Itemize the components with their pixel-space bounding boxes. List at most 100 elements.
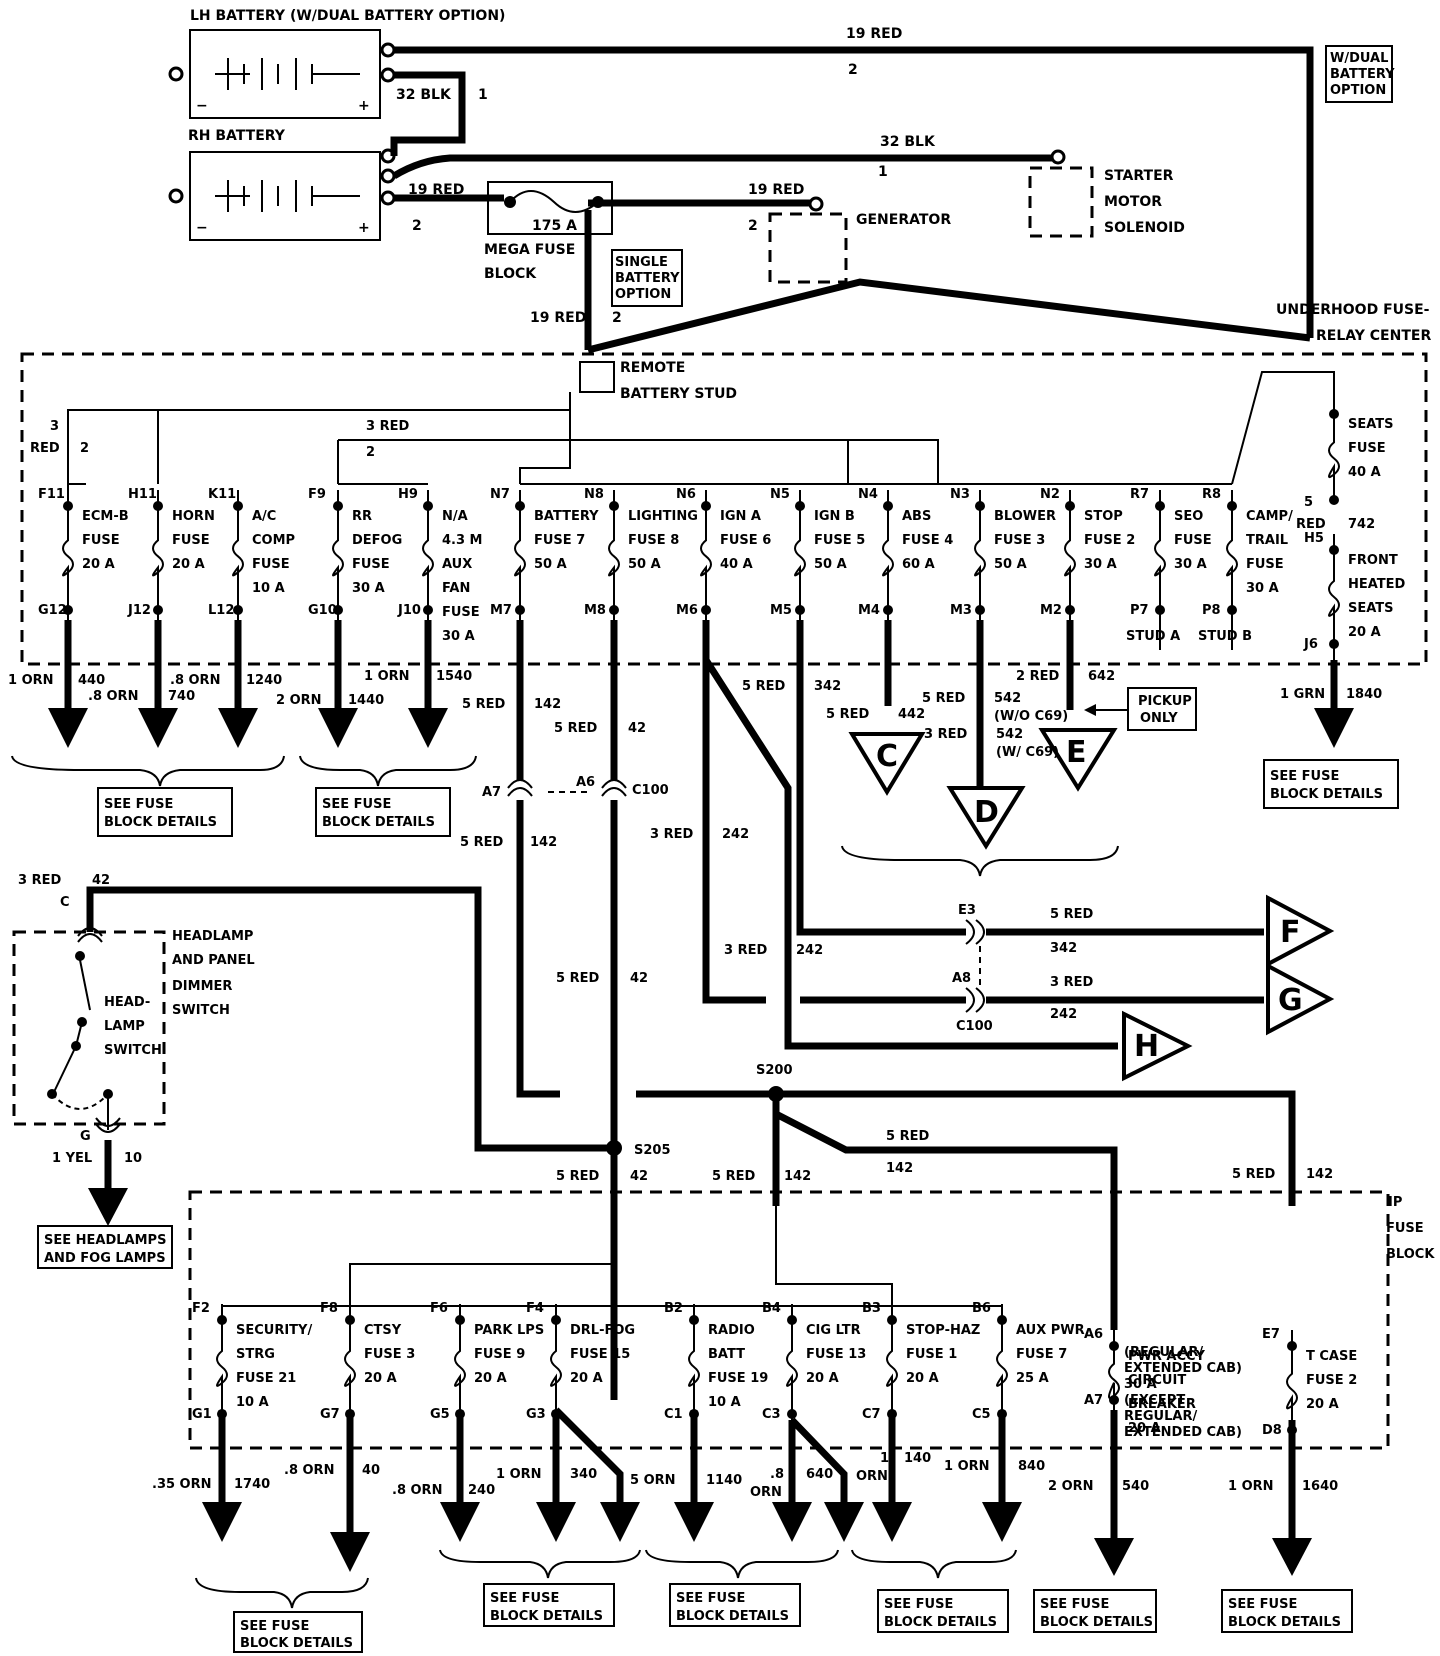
c42a-n: 42 [628, 721, 646, 736]
dest-f [1266, 894, 1335, 968]
ip-fuse-name-8-0: PWR ACCY [1128, 1349, 1206, 1364]
s200-red: 5 RED [712, 1169, 755, 1184]
ip-fuse-name-4-2: FUSE 19 [708, 1371, 768, 1386]
ip-out-gauge-140a: 1 [880, 1451, 889, 1466]
c42a: 5 RED [554, 721, 597, 736]
s205-n: 42 [630, 1169, 648, 1184]
c100-connectors [507, 779, 985, 1013]
dest-c-label: C [876, 739, 898, 774]
uh-fuse-top-0: F11 [38, 487, 65, 502]
conn-c: C [60, 895, 70, 910]
see-hl-l1: SEE HEADLAMPS [44, 1233, 166, 1248]
c542: 5 RED [922, 691, 965, 706]
uh-fuse-top-9: N4 [858, 487, 878, 502]
ip-fuse-name-2-0: PARK LPS [474, 1323, 544, 1338]
ip-out-gauge-240: .8 ORN [392, 1483, 442, 1498]
c242b-n: 242 [796, 943, 823, 958]
breaker-note-6: EXTENDED CAB) [1124, 1425, 1242, 1440]
ip-fuse-name-9-0: T CASE [1306, 1349, 1357, 1364]
uh-fuse-bot-7: M6 [676, 603, 698, 618]
headlamp-switch-box [12, 930, 166, 1126]
uh-fuse-name-8-1: FUSE 5 [814, 533, 865, 548]
s200-n: 142 [784, 1169, 811, 1184]
junction-dots [606, 1086, 784, 1156]
ip-l3: BLOCK [1386, 1247, 1435, 1262]
ip-fuse-name-3-0: DRL-FOG [570, 1323, 635, 1338]
ip-out-gauge-40: .8 ORN [284, 1463, 334, 1478]
uh-fuse-name-2-1: COMP [252, 533, 295, 548]
ip-fuse-name-2-1: FUSE 9 [474, 1347, 525, 1362]
uh-fuse-name-15-2: SEATS [1348, 601, 1394, 616]
ip-out-circuit-640: 640 [806, 1467, 833, 1482]
dest-g [1266, 962, 1335, 1036]
uh-fuse-bot-12: P7 [1130, 603, 1149, 618]
uh-fuse-rating-11: 30 A [1084, 557, 1117, 572]
conn-s205: S205 [634, 1143, 671, 1158]
see-fuse-3-l2: BLOCK DETAILS [1270, 787, 1383, 802]
breaker-note-2: EXTENDED CAB) [1124, 1361, 1242, 1376]
ip-out-gauge-340: 1 ORN [496, 1467, 542, 1482]
uh-fuse-bot-15: J6 [1303, 637, 1318, 652]
ip-fuse-name-0-0: SECURITY/ [236, 1323, 312, 1338]
lh-minus: − [196, 98, 208, 114]
ip-fuse-bot-6: C7 [862, 1407, 881, 1422]
ip-fuse-bot-1: G7 [320, 1407, 340, 1422]
see-fuse-1-l1: SEE FUSE [104, 797, 173, 812]
mega-label-1: MEGA FUSE [484, 242, 575, 258]
uh-fuse-rating-14: 40 A [1348, 465, 1381, 480]
uh-fuse-name-8-0: IGN B [814, 509, 855, 524]
uh-fuse-name-4-4: FUSE [442, 605, 480, 620]
mid-wiring [86, 620, 1296, 1400]
see-headlamps-box [37, 1225, 173, 1269]
uh-fuse-name-4-3: FAN [442, 581, 470, 596]
uh-fuse-rating-2: 10 A [252, 581, 285, 596]
brace-ip-1 [195, 1577, 369, 1609]
c442: 5 RED [826, 707, 869, 722]
uh-fuse-rating-10: 50 A [994, 557, 1027, 572]
dual-option-box [1325, 45, 1393, 103]
uh-red3b: RED [30, 441, 60, 456]
conn-a6: A6 [576, 775, 595, 790]
see-fuse-6-l1: SEE FUSE [676, 1591, 745, 1606]
ip-out-circuit-540: 540 [1122, 1479, 1149, 1494]
uh-fuse-rating-6: 50 A [628, 557, 661, 572]
underhood-bus [67, 371, 1335, 524]
lh-plus: + [358, 98, 370, 114]
label-blk-2: 32 BLK [880, 134, 936, 150]
ip-fuse-top-6: B3 [862, 1301, 881, 1316]
ip-fuse-name-9-1: FUSE 2 [1306, 1373, 1357, 1388]
f342: 5 RED [1050, 907, 1093, 922]
ip-breaker-note: (REGULAR/ EXTENDED CAB) 30 A (EXCEPT REG… [1124, 1345, 1242, 1440]
c542b-n: 542 [996, 727, 1023, 742]
ip-out-circuit-840: 840 [1018, 1459, 1045, 1474]
uh-out-gauge-440: 1 ORN [8, 673, 54, 688]
uh-fuse-top-2: K11 [208, 487, 236, 502]
ip-fuse-name-5-0: CIG LTR [806, 1323, 861, 1338]
uh-fuse-name-12-1: FUSE [1174, 533, 1212, 548]
wire-blk-starter [392, 154, 1052, 180]
c542b-note: (W/ C69) [996, 745, 1059, 760]
c142b-n: 142 [530, 835, 557, 850]
ip-fuse-rating-3: 20 A [570, 1371, 603, 1386]
remote-label-1: REMOTE [620, 360, 685, 376]
uh-fuse-name-3-2: FUSE [352, 557, 390, 572]
uh-fuse-name-2-0: A/C [252, 509, 276, 524]
ip-fuse-name-0-2: FUSE 21 [236, 1371, 296, 1386]
see-fuse-box-8 [1033, 1589, 1157, 1633]
ip-fuse-bot-4: C1 [664, 1407, 683, 1422]
mega-label-2: BLOCK [484, 266, 537, 282]
ip-fuse-top-5: B4 [762, 1301, 781, 1316]
uh-fuse-name-7-1: FUSE 6 [720, 533, 771, 548]
see-fuse-6-l2: BLOCK DETAILS [676, 1609, 789, 1624]
uh-fuse-rating-4: 30 A [442, 629, 475, 644]
see-fuse-1-l2: BLOCK DETAILS [104, 815, 217, 830]
headlamp-l3: DIMMER [172, 979, 232, 994]
yel: 1 YEL [52, 1151, 92, 1166]
